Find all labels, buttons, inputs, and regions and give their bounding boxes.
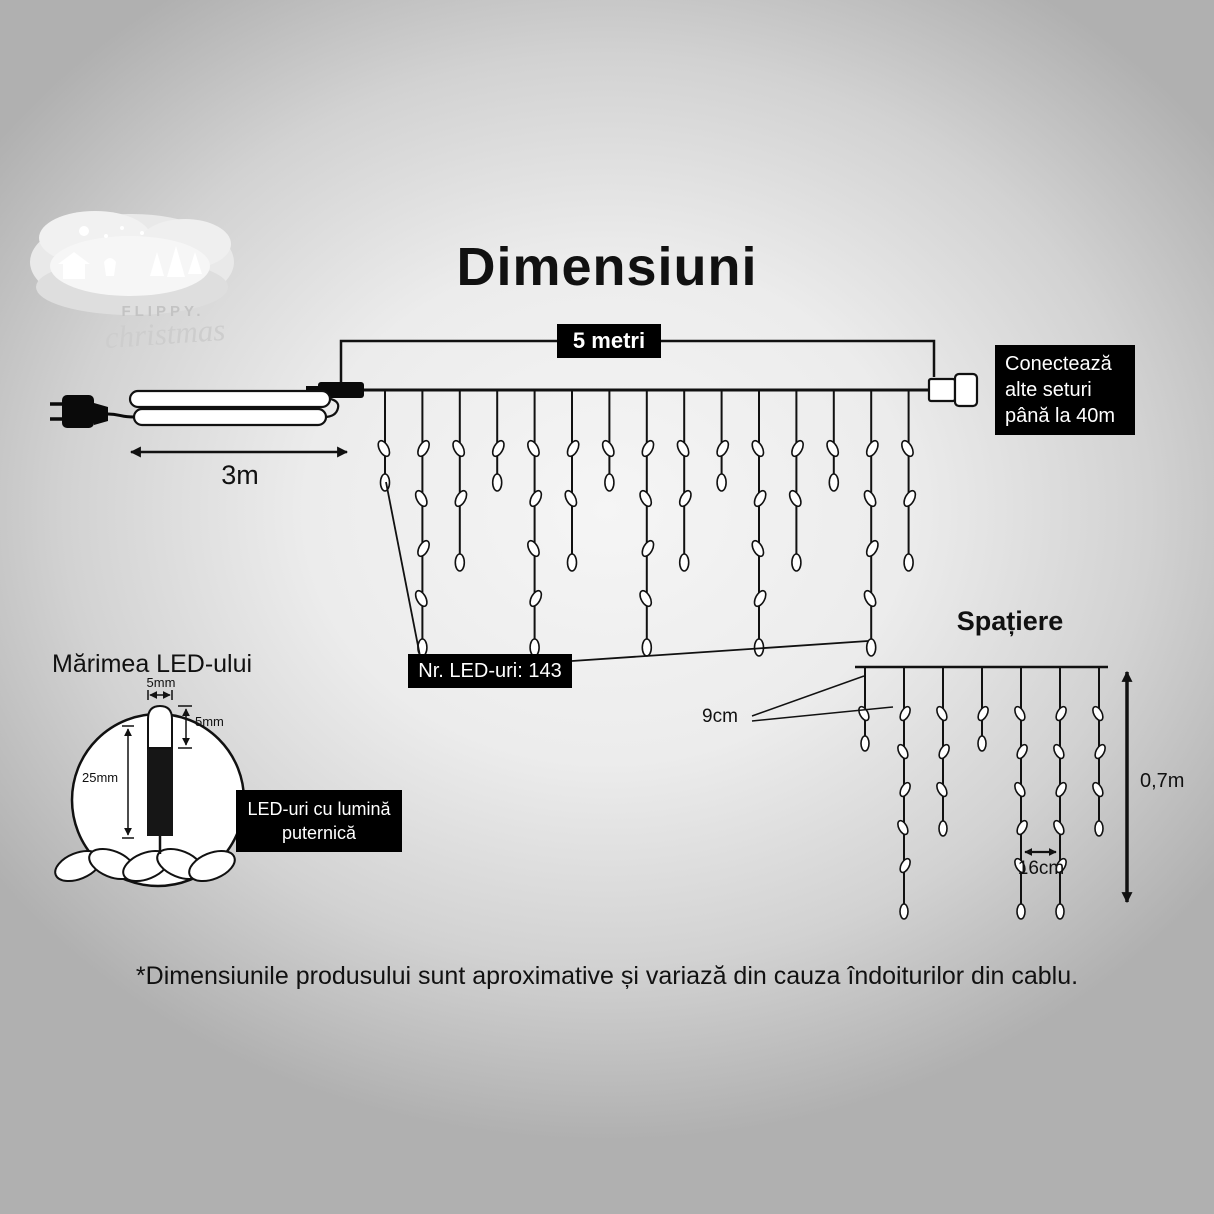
led-bright-box: LED-uri cu lumină puternică [236,790,402,852]
ledcount-leader-left [385,481,421,657]
page-title: Dimensiuni [456,237,758,297]
led-head-height-label: 5mm [195,714,224,729]
disclaimer-text: *Dimensiunile produsului sunt aproximati… [135,962,1079,990]
led-size-diagram [54,690,246,888]
spacing-section-title: Spațiere [956,606,1064,636]
main-curtain [377,390,917,657]
logo-text-flippy: FLIPPY. [121,303,205,320]
leader-9cm-b [751,706,894,722]
lead-cable-fold [323,396,340,419]
spacing-9cm-label: 9cm [702,706,738,727]
led-count-box: Nr. LED-uri: 143 [408,654,572,688]
spacing-16cm-label: 16cm [1017,858,1065,879]
connect-sets-box: Conectează alte seturi până la 40m [995,345,1135,435]
led-width-label: 5mm [146,675,176,690]
brand-logo-art [30,211,234,315]
led-bulb [147,704,173,749]
drop-height-label: 0,7m [1140,770,1185,792]
leader-9cm-a [751,675,865,717]
led-body [147,748,173,836]
power-plug [50,395,135,428]
rope-cable [54,847,236,883]
lead-cable-top [128,389,332,409]
right-connector [927,372,979,408]
length-5m-label: 5 metri [557,324,661,358]
led-body-height-label: 25mm [82,770,119,785]
ledcount-leader-right [571,640,869,662]
led-size-section-title: Mărimea LED-ului [52,650,253,678]
spacing-curtain [858,667,1106,920]
lead-cable-bottom [132,407,328,427]
lead-3m-label: 3m [221,460,259,490]
